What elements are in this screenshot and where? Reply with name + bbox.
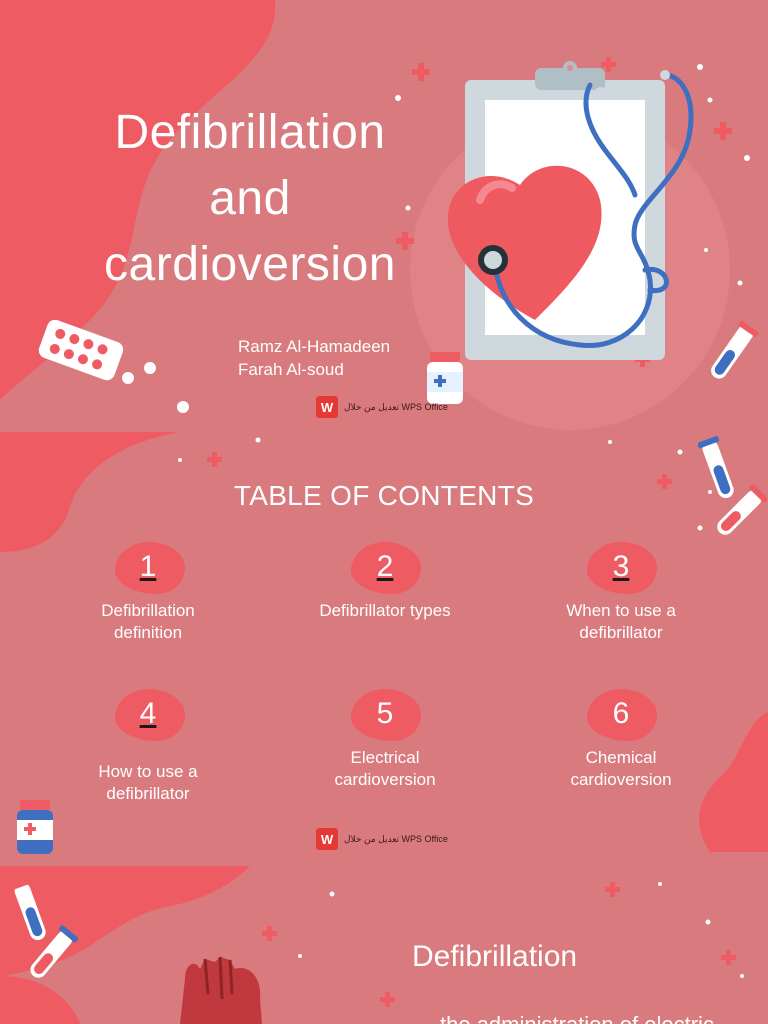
title-line-2: and <box>209 172 291 225</box>
toc-number: 1 <box>139 550 157 583</box>
definition-background-art <box>0 866 744 1024</box>
section-text: the administration of electric <box>440 1012 714 1024</box>
wps-watermark: W تعديل من خلال WPS Office <box>316 828 448 850</box>
test-tubes-icon <box>698 436 768 535</box>
toc-background-art <box>0 432 768 852</box>
anatomical-heart-icon <box>180 956 262 1024</box>
presentation-title: Defibrillation and cardioversion <box>70 100 430 298</box>
definition-slide: Defibrillation the administration of ele… <box>0 866 768 1024</box>
test-tube-icon <box>711 320 759 379</box>
pill-icon <box>177 401 189 413</box>
cover-slide: Defibrillation and cardioversion Ramz Al… <box>0 0 768 432</box>
toc-number: 4 <box>139 697 157 730</box>
authors: Ramz Al-Hamadeen Farah Al-soud <box>238 335 390 381</box>
toc-number: 5 <box>376 697 394 730</box>
section-title: Defibrillation <box>412 940 578 973</box>
number-badge <box>587 542 657 594</box>
heart-icon <box>447 165 602 320</box>
wps-watermark: W تعديل من خلال WPS Office <box>316 396 448 418</box>
title-line-1: Defibrillation <box>114 106 386 159</box>
wps-watermark-text: تعديل من خلال WPS Office <box>344 401 448 412</box>
toc-number: 6 <box>612 697 630 730</box>
toc-label: Defibrillator types <box>319 601 451 620</box>
number-badge <box>115 542 185 594</box>
medicine-bottle-icon <box>427 352 463 404</box>
stethoscope-icon <box>492 72 694 349</box>
author-2: Farah Al-soud <box>238 360 344 379</box>
number-badge <box>351 689 421 741</box>
test-tubes-icon <box>10 878 79 978</box>
title-line-3: cardioversion <box>104 238 396 291</box>
number-badge <box>115 689 185 741</box>
clipboard-icon <box>447 61 694 360</box>
wps-watermark-text: تعديل من خلال WPS Office <box>344 833 448 844</box>
wps-logo-icon: W <box>316 828 338 850</box>
author-1: Ramz Al-Hamadeen <box>238 337 391 356</box>
toc-title: TABLE OF CONTENTS <box>233 480 535 511</box>
number-badge <box>351 542 421 594</box>
wps-logo-icon: W <box>316 396 338 418</box>
medicine-bottle-icon <box>17 800 53 854</box>
toc-number: 2 <box>376 550 394 583</box>
number-badge <box>587 689 657 741</box>
toc-number: 3 <box>612 550 630 583</box>
pill-blister-icon <box>38 320 156 384</box>
